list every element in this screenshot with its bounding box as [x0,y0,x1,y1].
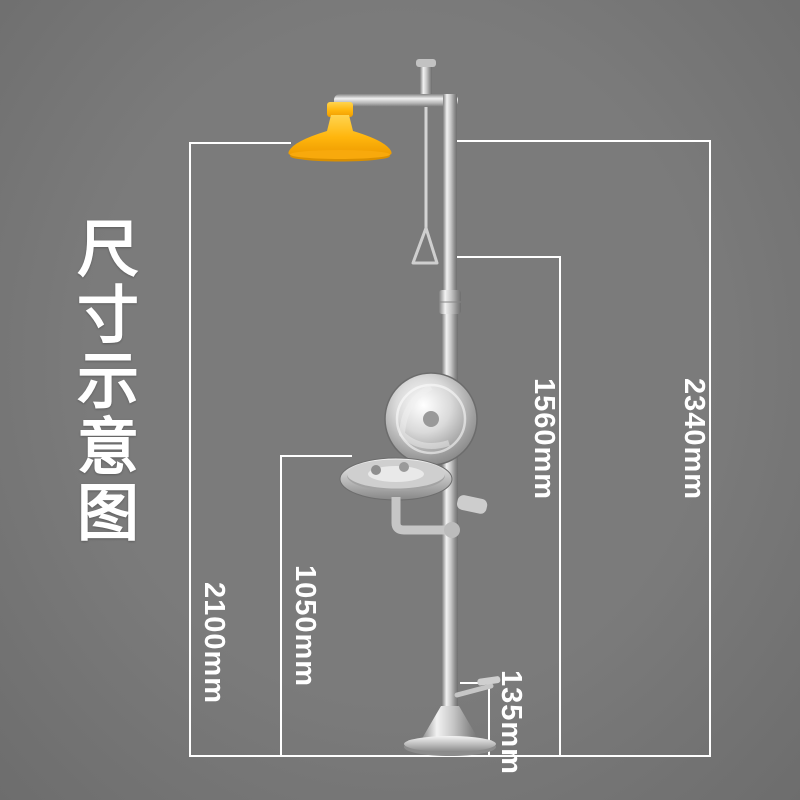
dimension-label-1050: 1050mm [289,565,321,688]
foot-pedal [454,676,501,698]
eyewash-bowl [339,457,453,501]
top-fitting [416,59,436,96]
pull-rod [411,96,439,265]
dimension-tick-2340-top [456,140,711,142]
dimension-line-1050 [280,455,282,756]
eyewash-dust-cover [384,372,478,466]
dimension-label-2340: 2340mm [678,378,710,501]
dimension-label-135: 135mm [495,670,527,775]
page-title: 尺寸示意图 [67,216,136,546]
shower-head [288,102,392,162]
dimension-line-135 [488,682,490,756]
dimension-line-2100 [189,142,191,756]
base-flange [404,706,496,756]
dimension-tick-1050-top [280,455,352,457]
dimension-line-2340 [709,140,711,756]
dimension-label-1560: 1560mm [528,378,560,501]
dimension-tick-2100-top [189,142,291,144]
spray-nozzle [371,465,381,475]
dimension-tick-1560-top [452,256,561,258]
shower-arm [334,94,458,107]
eyewash-valve [391,495,488,538]
dimension-line-1560 [559,256,561,756]
spray-nozzle [399,462,409,472]
dimension-label-2100: 2100mm [198,582,230,705]
push-handle [456,495,488,514]
dimension-tick-135-top [460,682,490,684]
